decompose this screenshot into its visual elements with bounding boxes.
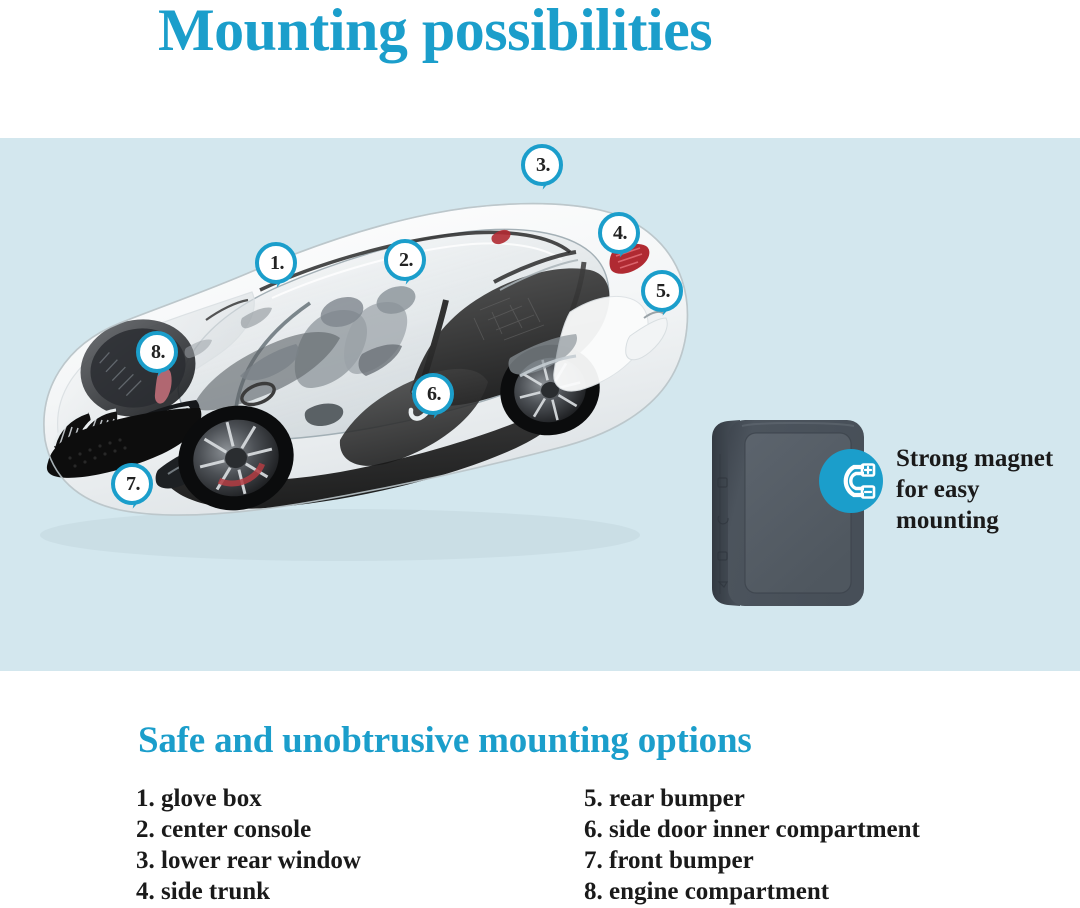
callout-bubble-7: 7. [111,463,153,505]
callout-label-5: 5. [656,280,671,302]
magnet-icon [818,448,884,514]
callout-bubble-4: 4. [598,212,640,254]
list-item: 4. side trunk [136,878,271,906]
callout-label-6: 6. [427,383,442,405]
list-item: 7. front bumper [584,847,754,875]
callout-bubble-2: 2. [384,239,426,281]
callout-marker-1[interactable]: 1. [255,242,297,290]
callout-label-8: 8. [151,341,166,363]
callout-marker-5[interactable]: 5. [641,270,683,318]
callout-bubble-6: 6. [412,373,454,415]
callout-marker-6[interactable]: 6. [412,373,454,421]
list-item: 2. center console [136,816,312,844]
list-item: 3. lower rear window [136,847,361,875]
magnet-caption: Strong magnet for easy mounting [896,445,1054,534]
callout-marker-8[interactable]: 8. [136,331,178,379]
list-item: 5. rear bumper [584,785,745,812]
list-item: 8. engine compartment [584,878,830,906]
page-title: Mounting possibilities [158,0,713,63]
list-item: 6. side door inner compartment [584,816,920,844]
callout-marker-2[interactable]: 2. [384,239,426,287]
section-subheading: Safe and unobtrusive mounting options [138,720,752,761]
callout-marker-3[interactable]: 3. [521,144,563,192]
callout-label-4: 4. [613,222,628,244]
callout-label-1: 1. [270,252,285,274]
callout-bubble-3: 3. [521,144,563,186]
hero-illustration-band: 1. 2. 3. 4. 5. 6. 7. [0,138,1080,671]
callout-marker-7[interactable]: 7. [111,463,153,511]
options-list-right: 5. rear bumper 6. side door inner compar… [584,783,920,908]
mounting-options-section: Safe and unobtrusive mounting options 1.… [0,671,1080,905]
callout-label-7: 7. [126,473,141,495]
list-item: 1. glove box [136,785,262,812]
options-list-left: 1. glove box 2. center console 3. lower … [136,783,361,908]
callout-marker-4[interactable]: 4. [598,212,640,260]
gps-tracker-device [706,416,871,612]
callout-label-2: 2. [399,249,414,271]
title-bar: Mounting possibilities [0,0,1080,138]
callout-bubble-5: 5. [641,270,683,312]
car-cutaway-illustration [10,140,710,570]
callout-bubble-8: 8. [136,331,178,373]
callout-bubble-1: 1. [255,242,297,284]
callout-label-3: 3. [536,154,551,176]
